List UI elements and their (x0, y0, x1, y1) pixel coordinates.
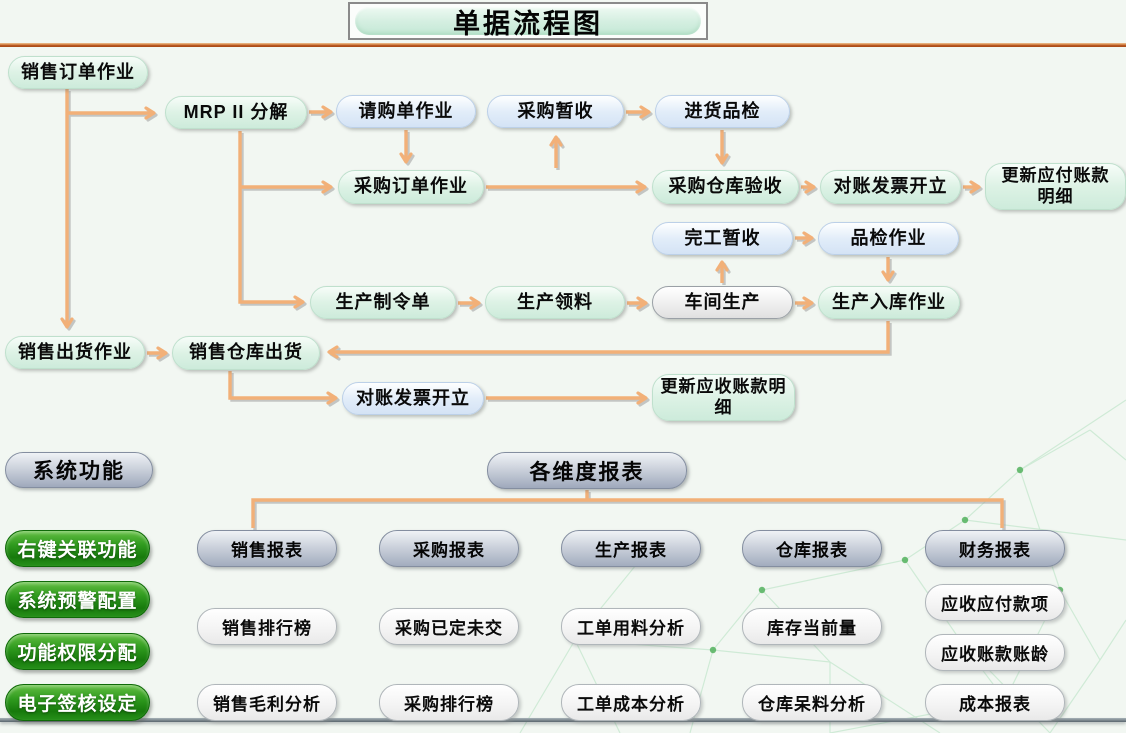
button-electronic-signature-setting[interactable]: 电子签核设定 (5, 684, 150, 721)
report-work-order-cost-analysis[interactable]: 工单成本分析 (561, 684, 701, 721)
report-sales-report[interactable]: 销售报表 (197, 530, 337, 567)
report-finance-report[interactable]: 财务报表 (925, 530, 1065, 567)
flow-node-production-material-picking[interactable]: 生产领料 (485, 286, 625, 319)
report-work-order-material-analysis[interactable]: 工单用料分析 (561, 608, 701, 645)
report-sales-ranking[interactable]: 销售排行榜 (197, 608, 337, 645)
flow-node-mrp-ii-breakdown-label: MRP II 分解 (183, 101, 289, 122)
reports-header-label: 各维度报表 (529, 460, 645, 484)
flow-node-purchase-warehouse-acceptance-label: 采购仓库验收 (668, 176, 783, 197)
report-ar-ap-items-label: 应收应付款项 (941, 595, 1049, 614)
flow-node-ap-invoice-issue-label: 对账发票开立 (833, 176, 948, 197)
flow-node-purchase-warehouse-acceptance[interactable]: 采购仓库验收 (652, 170, 799, 204)
system-functions-header: 系统功能 (5, 452, 153, 488)
flow-node-purchase-requisition-label: 请购单作业 (358, 100, 454, 121)
report-production-report[interactable]: 生产报表 (561, 530, 701, 567)
flow-node-production-warehouse-in-label: 生产入库作业 (832, 291, 946, 312)
report-warehouse-report[interactable]: 仓库报表 (742, 530, 882, 567)
flow-node-ar-invoice-issue-label: 对账发票开立 (356, 387, 470, 408)
flow-node-update-ar-detail[interactable]: 更新应收账款明 细 (652, 374, 795, 421)
report-purchase-ordered-undelivered[interactable]: 采购已定未交 (379, 608, 519, 645)
flow-node-completion-temp-receipt[interactable]: 完工暂收 (652, 222, 793, 255)
flow-node-completion-temp-receipt-label: 完工暂收 (684, 227, 761, 248)
report-purchase-ranking-label: 采购排行榜 (404, 695, 494, 714)
flow-node-update-ar-detail-label: 更新应收账款明 细 (660, 377, 787, 417)
flow-node-shop-floor-production[interactable]: 车间生产 (652, 286, 793, 319)
flow-node-update-ap-detail[interactable]: 更新应付账款 明细 (985, 163, 1126, 210)
report-sales-ranking-label: 销售排行榜 (222, 619, 312, 638)
flow-node-purchase-requisition[interactable]: 请购单作业 (336, 95, 476, 128)
flow-node-purchase-temp-receipt[interactable]: 采购暂收 (487, 95, 624, 128)
report-purchase-ordered-undelivered-label: 采购已定未交 (395, 619, 503, 638)
reports-header: 各维度报表 (487, 452, 687, 489)
button-system-alert-config-label: 系统预警配置 (17, 591, 138, 612)
button-right-click-related-functions-label: 右键关联功能 (17, 540, 138, 561)
button-right-click-related-functions[interactable]: 右键关联功能 (5, 530, 150, 567)
flow-node-sales-order[interactable]: 销售订单作业 (8, 56, 148, 89)
report-sales-report-label: 销售报表 (231, 541, 303, 560)
flow-node-update-ap-detail-label: 更新应付账款 明细 (1001, 166, 1110, 206)
report-warehouse-report-label: 仓库报表 (776, 541, 848, 560)
report-purchase-report-label: 采购报表 (413, 541, 485, 560)
flow-node-incoming-inspection[interactable]: 进货品检 (655, 95, 790, 128)
flow-node-incoming-inspection-label: 进货品检 (684, 100, 761, 121)
report-cost-report-label: 成本报表 (959, 695, 1031, 714)
report-sales-gross-profit-analysis-label: 销售毛利分析 (213, 695, 321, 714)
flow-node-sales-warehouse-out-label: 销售仓库出货 (189, 342, 303, 363)
report-cost-report[interactable]: 成本报表 (925, 684, 1065, 721)
flow-node-production-work-order[interactable]: 生产制令单 (310, 286, 456, 319)
flow-node-ap-invoice-issue[interactable]: 对账发票开立 (820, 170, 961, 204)
report-ar-ap-items[interactable]: 应收应付款项 (925, 584, 1065, 621)
flow-node-sales-shipment[interactable]: 销售出货作业 (5, 336, 145, 369)
flow-node-quality-inspection-label: 品检作业 (850, 227, 927, 248)
report-sales-gross-profit-analysis[interactable]: 销售毛利分析 (197, 684, 337, 721)
report-warehouse-dead-stock-analysis[interactable]: 仓库呆料分析 (742, 684, 882, 721)
flow-node-sales-warehouse-out[interactable]: 销售仓库出货 (172, 336, 320, 370)
button-function-permission-assignment[interactable]: 功能权限分配 (5, 633, 150, 670)
report-work-order-cost-analysis-label: 工单成本分析 (577, 695, 685, 714)
button-electronic-signature-setting-label: 电子签核设定 (17, 694, 138, 715)
flow-node-purchase-order-label: 采购订单作业 (354, 176, 468, 197)
page-title-box: 单据流程图 (348, 2, 708, 40)
flow-node-mrp-ii-breakdown[interactable]: MRP II 分解 (165, 96, 307, 129)
report-purchase-report[interactable]: 采购报表 (379, 530, 519, 567)
flow-node-purchase-order[interactable]: 采购订单作业 (338, 170, 484, 204)
flow-node-production-warehouse-in[interactable]: 生产入库作业 (818, 286, 960, 319)
flow-node-sales-shipment-label: 销售出货作业 (18, 341, 132, 362)
flow-node-sales-order-label: 销售订单作业 (21, 61, 135, 82)
report-ar-aging[interactable]: 应收账款账龄 (925, 634, 1065, 671)
flow-node-quality-inspection[interactable]: 品检作业 (818, 222, 959, 255)
button-system-alert-config[interactable]: 系统预警配置 (5, 581, 150, 618)
report-warehouse-dead-stock-analysis-label: 仓库呆料分析 (758, 695, 866, 714)
report-purchase-ranking[interactable]: 采购排行榜 (379, 684, 519, 721)
report-current-inventory-label: 库存当前量 (767, 619, 857, 638)
page-title: 单据流程图 (453, 8, 603, 39)
report-finance-report-label: 财务报表 (959, 541, 1031, 560)
button-function-permission-assignment-label: 功能权限分配 (17, 643, 138, 664)
flow-node-ar-invoice-issue[interactable]: 对账发票开立 (342, 382, 484, 415)
page-title-pill: 单据流程图 (355, 7, 701, 39)
report-production-report-label: 生产报表 (595, 541, 667, 560)
report-ar-aging-label: 应收账款账龄 (941, 645, 1049, 664)
flow-node-purchase-temp-receipt-label: 采购暂收 (517, 100, 594, 121)
flow-node-production-work-order-label: 生产制令单 (335, 291, 431, 312)
top-divider-line (0, 43, 1126, 47)
report-current-inventory[interactable]: 库存当前量 (742, 608, 882, 645)
flow-node-production-material-picking-label: 生产领料 (517, 291, 593, 312)
report-work-order-material-analysis-label: 工单用料分析 (577, 619, 685, 638)
system-functions-header-label: 系统功能 (33, 460, 125, 483)
flow-node-shop-floor-production-label: 车间生产 (684, 291, 761, 312)
